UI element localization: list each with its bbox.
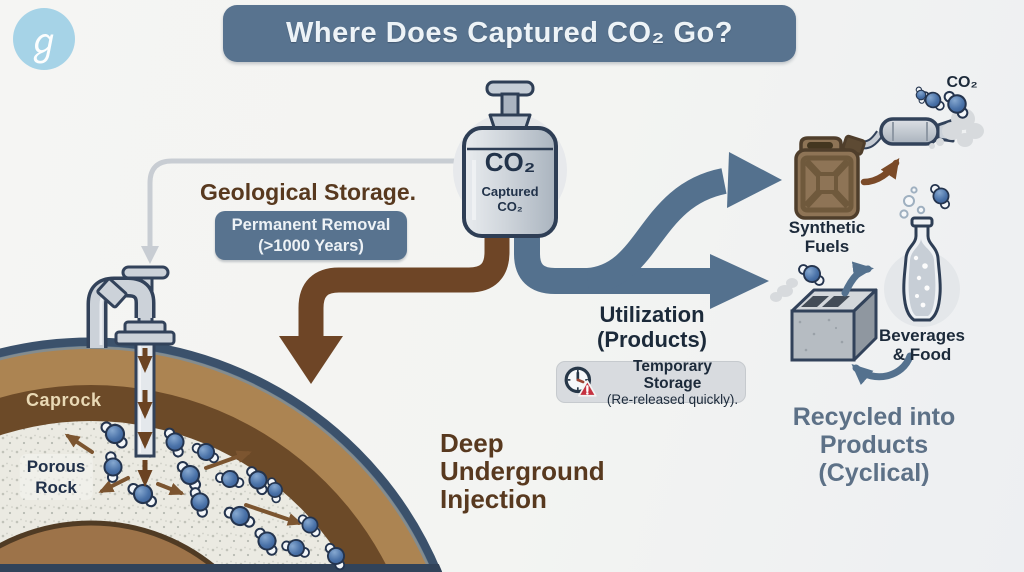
clock-warning-icon xyxy=(564,366,597,397)
porous-rock-label: Porous Rock xyxy=(19,454,93,500)
synthetic-fuels-line1: Synthetic xyxy=(788,218,866,237)
page-title: Where Does Captured CO₂ Go? xyxy=(286,17,733,49)
jerry-can-icon xyxy=(794,134,866,220)
cycle-arrow-down xyxy=(851,352,914,386)
arrow-to-fuels xyxy=(727,152,782,208)
co2-cylinder-illustration xyxy=(453,80,567,238)
beverages-line2: & Food xyxy=(892,345,952,364)
recycle-cycle-arrows xyxy=(841,261,914,386)
permanent-removal-badge: Permanent Removal (>1000 Years) xyxy=(215,211,407,260)
bottom-edge-strip xyxy=(0,564,442,572)
recycled-line3: (Cyclical) xyxy=(818,459,930,487)
exhaust-co2-label: CO₂ xyxy=(946,74,978,91)
beverages-line1: Beverages xyxy=(878,326,966,345)
recycled-heading: Recycled into Products (Cyclical) xyxy=(793,403,956,487)
cycle-arrow-up xyxy=(841,261,874,297)
permanent-removal-line1: Permanent Removal xyxy=(231,215,391,234)
cylinder-caption-line1: Captured xyxy=(481,184,539,199)
soda-bottle-icon xyxy=(884,183,960,327)
brand-logo-glyph: ℊ xyxy=(25,22,62,63)
cylinder-caption-line2: CO₂ xyxy=(497,199,523,214)
deep-injection-line3: Injection xyxy=(440,484,547,514)
injection-wellhead-icon xyxy=(86,265,176,348)
co2-dispersion-arrows xyxy=(64,433,303,526)
cylinder-main-label: CO₂ xyxy=(484,147,536,177)
deep-injection-line2: Underground xyxy=(440,456,605,486)
porous-rock-line1: Porous xyxy=(26,457,86,476)
utilization-heading-line2: (Products) xyxy=(597,327,707,352)
geological-storage-heading: Geological Storage. xyxy=(200,179,416,205)
utilization-heading: Utilization (Products) xyxy=(597,302,707,352)
block-cloud-icon xyxy=(770,278,798,302)
utilization-route-arrows xyxy=(514,152,782,309)
temporary-storage-subtitle: (Re-released quickly). xyxy=(606,391,739,407)
connector-arrow-to-well xyxy=(141,158,458,264)
temporary-storage-text: Temporary Storage (Re-released quickly). xyxy=(604,358,741,407)
concrete-block-icon xyxy=(770,261,878,362)
caprock-label: Caprock xyxy=(26,390,102,410)
porous-rock-line2: Rock xyxy=(35,478,77,497)
utilization-heading-line1: Utilization xyxy=(599,302,705,327)
synthetic-fuels-label: Synthetic Fuels xyxy=(789,218,866,256)
fuel-to-exhaust-arrow xyxy=(860,158,900,186)
temporary-storage-badge: Temporary Storage (Re-released quickly). xyxy=(556,358,746,407)
brand-logo: ℊ xyxy=(13,8,75,70)
recycled-line2: Products xyxy=(819,431,929,459)
deep-injection-line1: Deep xyxy=(440,428,504,458)
beverages-food-label: Beverages & Food xyxy=(879,326,965,364)
deep-injection-heading: Deep Underground Injection xyxy=(440,429,605,513)
title-banner: Where Does Captured CO₂ Go? xyxy=(223,5,796,62)
storage-route-arrow xyxy=(279,222,510,384)
synthetic-fuels-line2: Fuels xyxy=(804,237,850,256)
permanent-removal-line2: (>1000 Years) xyxy=(258,236,364,255)
deep-rock-core xyxy=(0,520,224,572)
temporary-storage-title: Temporary Storage xyxy=(633,357,712,392)
arrow-to-products xyxy=(710,254,769,309)
recycled-line1: Recycled into xyxy=(792,403,956,431)
